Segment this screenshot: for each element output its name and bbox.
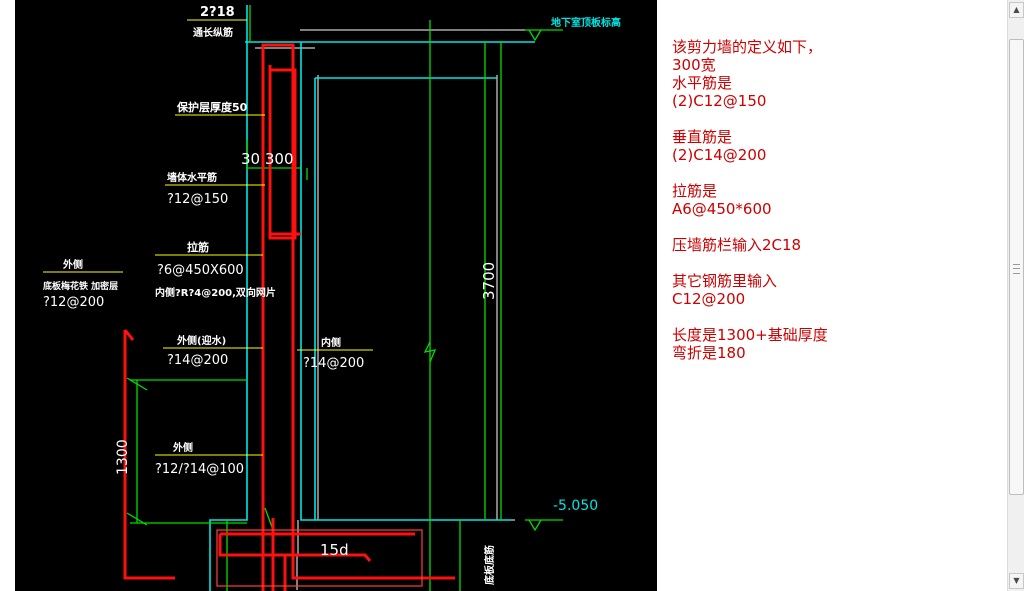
note-line: 长度是1300+基础厚度 [672,326,828,344]
note-line: A6@450*600 [672,200,772,218]
note-panel: 该剪力墙的定义如下， 300宽 水平筋是 (2)C12@150 垂直筋是 (2)… [672,38,1002,362]
dim-15d: 15d [320,541,349,559]
inner-value: ?14@200 [303,356,364,371]
note-line: 压墙筋栏输入2C18 [672,236,802,254]
note-line: 其它钢筋里输入 [672,272,778,290]
note-line: 水平筋是 [672,74,733,92]
cad-drawing-image: 2?18 通长纵筋 保护层厚度50 30 300 墙体水平筋 ?12@150 拉… [15,0,657,591]
chevron-up-icon: ▲ [1013,5,1020,14]
note-line [672,164,1002,182]
note-line: 300宽 [672,56,716,74]
note-line: C12@200 [672,290,746,308]
note-line: 垂直筋是 [672,128,733,146]
top-rebar-sub: 通长纵筋 [193,26,233,39]
note-line [672,308,1002,326]
dim-3700: 3700 [480,262,498,300]
outer2-value: ?12/?14@100 [155,462,244,477]
elev-bottom: -5.050 [553,498,598,514]
grip-icon [1013,264,1020,274]
base-label: 底板底筋 [483,545,496,585]
dim-1300: 1300 [115,439,131,475]
scroll-down-button[interactable]: ▼ [1009,573,1024,589]
outer2-label: 外侧 [172,441,193,454]
horiz-rebar-label: 墙体水平筋 [167,171,217,184]
note-line: (2)C12@150 [672,92,767,110]
cover-label: 保护层厚度50 [176,100,248,114]
tie-label: 拉筋 [187,240,209,254]
chevron-down-icon: ▼ [1013,576,1020,585]
note-line [672,218,1002,236]
scroll-up-button[interactable]: ▲ [1009,2,1024,18]
outer-vert-label: 外侧(迎水) [176,334,226,347]
vertical-scrollbar[interactable]: ▲ ▼ [1007,0,1024,591]
note-line [672,254,1002,272]
note-line: (2)C14@200 [672,146,767,164]
outer-sub: 底板梅花铁 加密层 [43,280,118,292]
dim-30-300: 30 300 [241,150,294,168]
note-line: 拉筋是 [672,182,718,200]
vert-note: 内侧?R?4@200,双向网片 [155,286,276,299]
elev-top-label: 地下室顶板标高 [551,16,621,29]
note-line: 弯折是180 [672,344,746,362]
scrollbar-thumb[interactable] [1009,39,1024,495]
note-line [672,110,1002,128]
outer-label: 外侧 [62,258,83,271]
note-line: 该剪力墙的定义如下， [672,38,823,56]
tie-value: ?6@450X600 [157,263,244,278]
top-rebar-label: 2?18 [200,5,235,20]
inner-label: 内侧 [321,336,341,349]
outer-value: ?12@200 [43,295,104,310]
outer-vert-value: ?14@200 [167,353,228,368]
horiz-rebar-value: ?12@150 [167,192,228,207]
